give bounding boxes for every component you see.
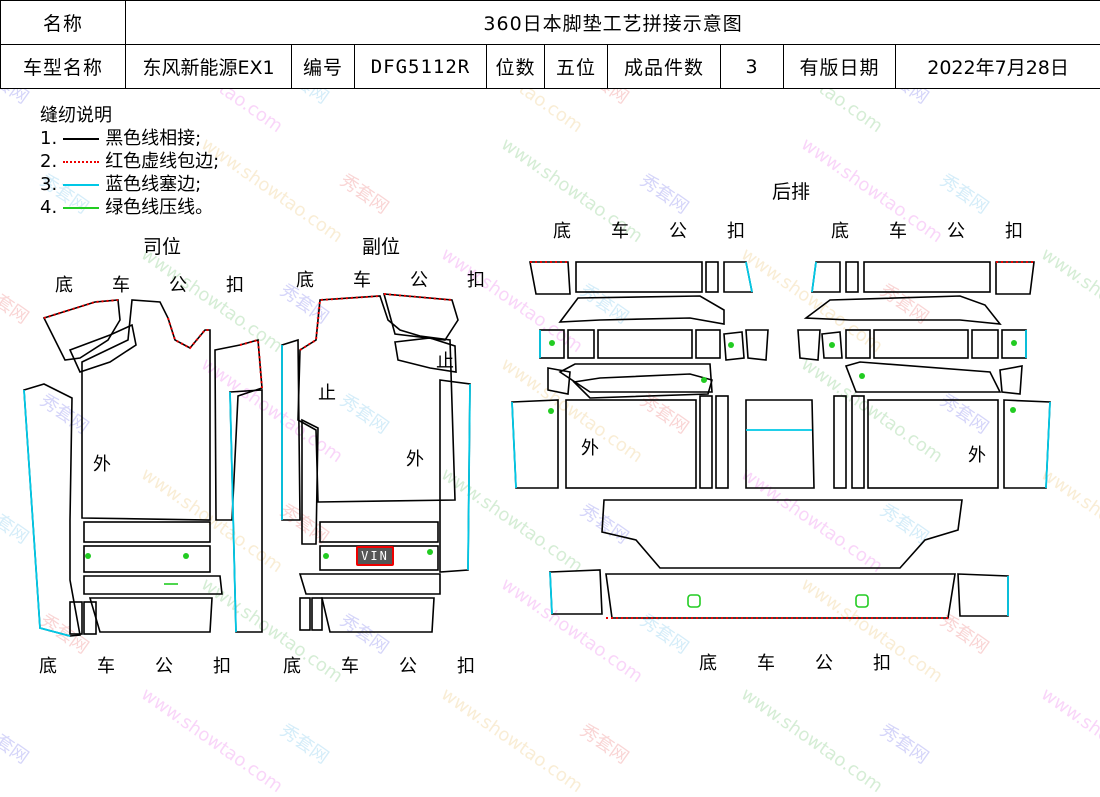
rear-top-right-long	[864, 262, 990, 292]
rear-row2-right-d	[874, 330, 968, 358]
rear-row2-left-d	[696, 330, 720, 358]
stop-mark-2: 止	[318, 379, 336, 405]
passenger-red-binding	[300, 294, 452, 350]
driver-strip-3	[84, 576, 222, 594]
rear-right-slot-1	[834, 396, 846, 488]
driver-blue-edge-left	[24, 390, 70, 636]
rear-row2-left-f	[746, 330, 768, 360]
outer-mark-rear-left: 外	[581, 434, 599, 460]
stop-mark-1: 止	[436, 347, 454, 373]
passenger-strip-1	[320, 522, 438, 542]
rear-row2-left-c	[598, 330, 692, 358]
rear-blue-e	[512, 402, 516, 488]
driver-top-left-piece	[44, 300, 120, 360]
outer-mark-driver: 外	[93, 450, 111, 476]
rear-row2-right-c	[846, 330, 870, 358]
rear-top-right-slot-b	[846, 262, 858, 292]
outer-mark-rear-right: 外	[968, 441, 986, 467]
rear-right-slot-2	[852, 396, 864, 488]
rear-center-tunnel	[746, 400, 814, 488]
vin-badge: VIN	[356, 546, 394, 566]
driver-strip-2	[84, 546, 210, 572]
passenger-top-right-piece	[384, 294, 458, 340]
rear-green-dot-4	[1011, 340, 1017, 346]
pattern-pieces	[0, 0, 1100, 734]
rear-left-slot-2	[716, 396, 728, 488]
driver-green-dot-2	[183, 553, 189, 559]
rear-top-left-slot-a	[706, 262, 718, 292]
rear-row3-right-a	[846, 362, 1000, 392]
driver-top-small-piece	[70, 325, 136, 372]
rear-right-big-side	[1004, 400, 1050, 488]
rear-green-dot-5	[701, 377, 707, 383]
driver-main-piece	[82, 300, 210, 520]
rear-row2-right-e	[972, 330, 998, 358]
rear-top-left-corner	[530, 262, 570, 294]
rear-green-dot-3	[829, 342, 835, 348]
rear-row3-left-b	[560, 364, 712, 392]
passenger-green-dot-1	[323, 553, 329, 559]
driver-blue-edge-right	[230, 392, 236, 632]
passenger-strip-4	[322, 598, 434, 632]
rear-green-dot-8	[1010, 407, 1016, 413]
driver-strip-1	[84, 522, 210, 542]
driver-small-a	[70, 602, 82, 634]
driver-small-b	[84, 602, 96, 634]
rear-green-dot-7	[548, 408, 554, 414]
rear-upper-left-band	[560, 296, 724, 324]
rear-green-dot-2	[728, 342, 734, 348]
passenger-small-a	[300, 598, 310, 630]
rear-bottom-left-piece	[550, 570, 602, 614]
passenger-small-b	[312, 598, 322, 630]
rear-green-square-2	[856, 595, 868, 607]
rear-row2-left-e	[724, 332, 744, 360]
rear-blue-f	[1046, 402, 1050, 488]
rear-blue-h	[550, 572, 552, 614]
outer-mark-passenger: 外	[406, 445, 424, 471]
rear-row3-right-b	[1000, 366, 1022, 394]
driver-right-side-piece	[215, 340, 262, 520]
passenger-blue-edge-right	[468, 384, 470, 570]
rear-upper-right-band	[806, 296, 1000, 324]
rear-green-dot-1	[549, 340, 555, 346]
rear-green-square-1	[688, 595, 700, 607]
driver-side-red-binding	[240, 340, 262, 388]
driver-strip-4	[90, 598, 212, 632]
rear-middle-band	[602, 500, 962, 568]
rear-blue-a	[746, 262, 752, 292]
driver-green-dot-1	[85, 553, 91, 559]
rear-bottom-right-piece	[958, 574, 1008, 616]
rear-top-right-corner	[996, 262, 1034, 294]
rear-row2-right-a	[798, 330, 820, 360]
rear-row3-left-c	[574, 374, 712, 398]
rear-left-slot-1	[700, 396, 712, 488]
rear-blue-b	[812, 262, 816, 292]
passenger-left-side-piece	[282, 340, 300, 520]
rear-top-left-long	[576, 262, 702, 292]
passenger-green-dot-2	[427, 549, 433, 555]
rear-row2-left-b	[568, 330, 594, 358]
passenger-strip-3	[300, 574, 440, 594]
rear-bottom-long-piece	[606, 574, 955, 618]
rear-green-dot-6	[859, 373, 865, 379]
